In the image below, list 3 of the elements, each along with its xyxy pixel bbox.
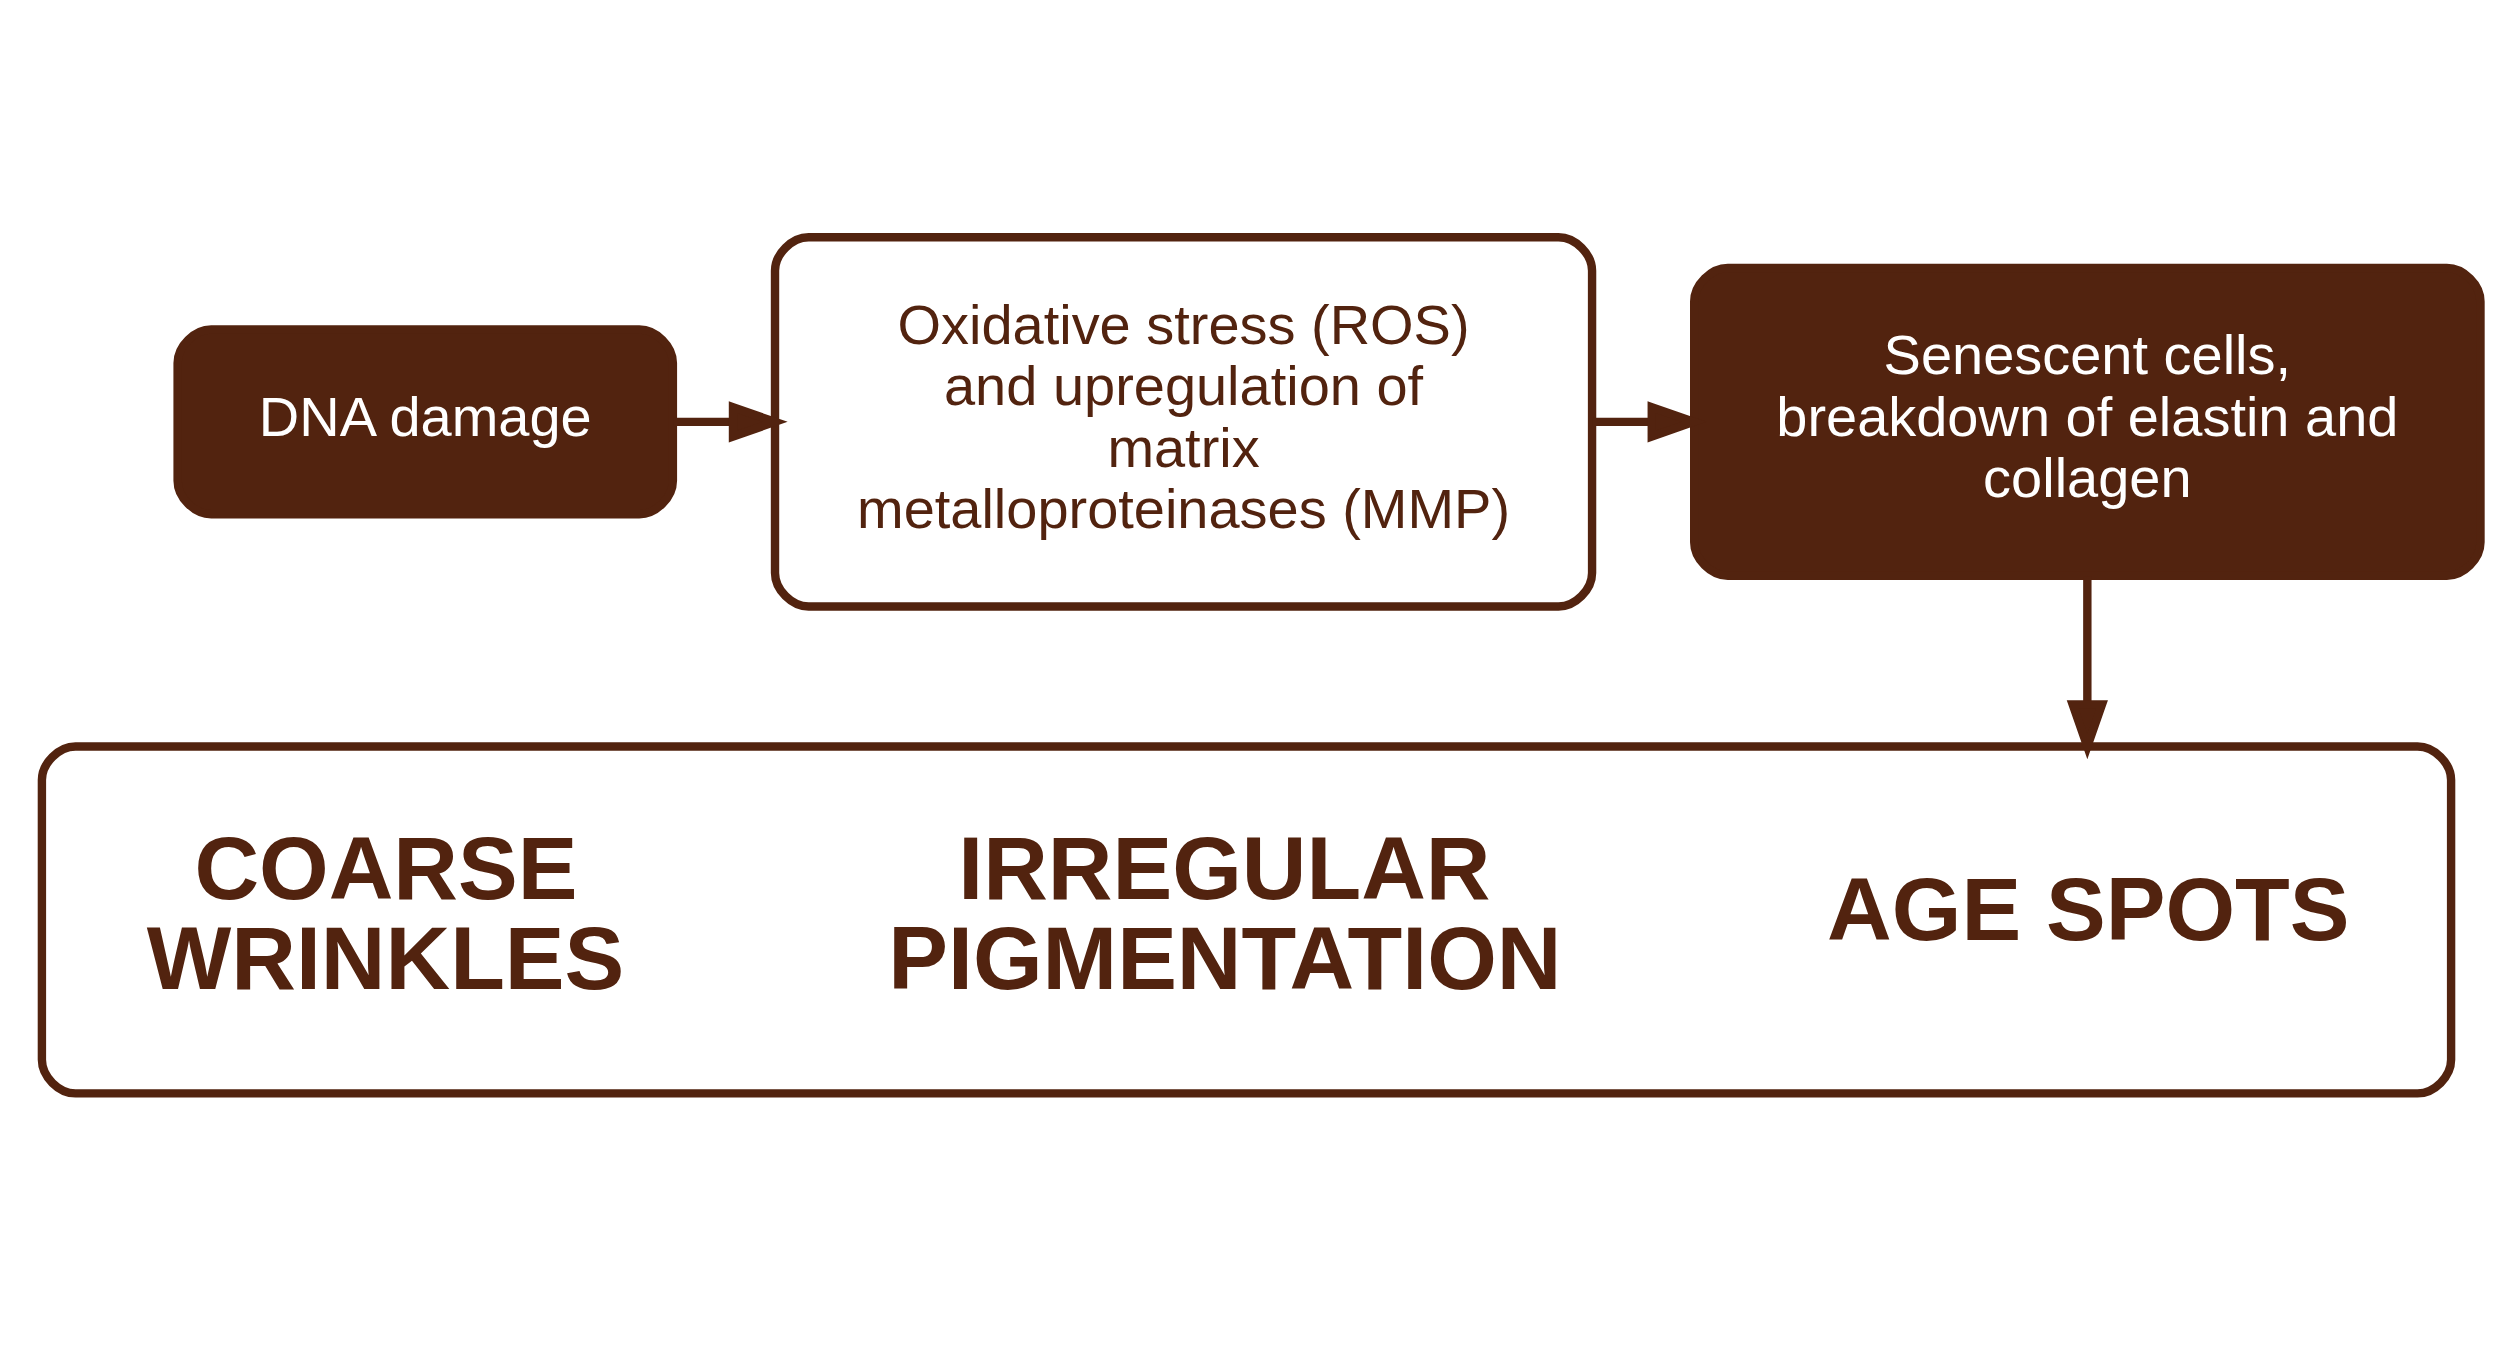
node-text: IRREGULAR PIGMENTATION	[888, 818, 1562, 1008]
node-text: AGE SPOTS	[1827, 858, 2350, 959]
node-text: COARSE WRINKLES	[146, 818, 625, 1008]
